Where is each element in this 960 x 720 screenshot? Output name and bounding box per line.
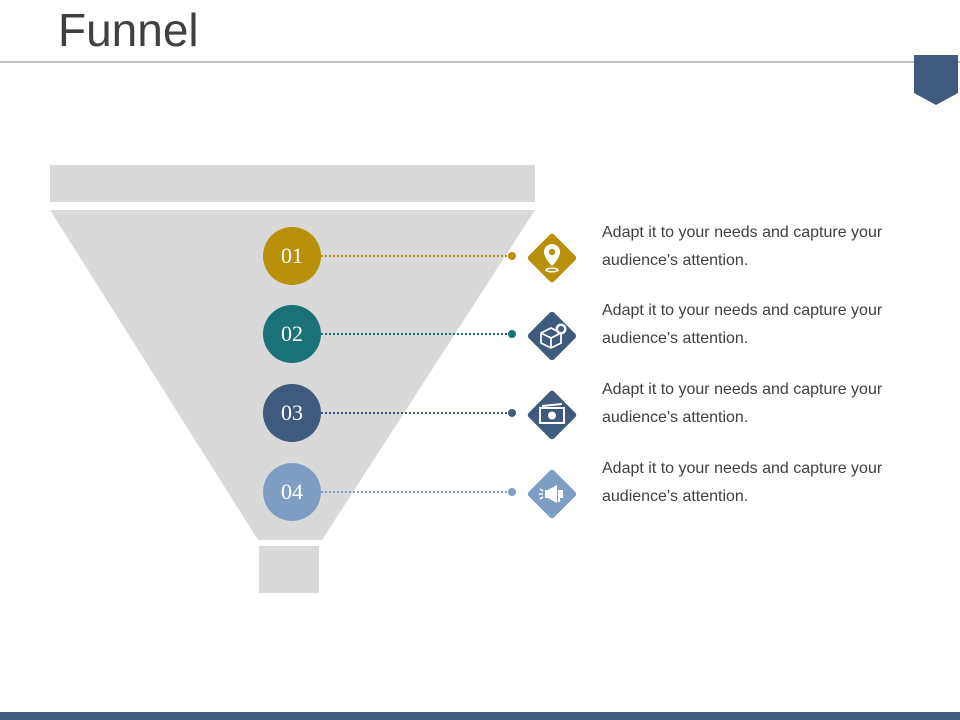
step-connector [321, 333, 511, 335]
footer-bar [0, 712, 960, 720]
funnel-step-2: 02 Adapt it to your needs and capture yo… [0, 302, 960, 365]
step-connector [321, 491, 511, 493]
step-connector [321, 255, 511, 257]
step-description: Adapt it to your needs and capture your … [602, 381, 883, 426]
new-box-icon [527, 311, 577, 361]
page-title: Funnel [58, 4, 199, 56]
step-description: Adapt it to your needs and capture your … [602, 224, 883, 269]
megaphone-icon [527, 469, 577, 519]
bookmark-icon [914, 55, 958, 105]
funnel-stem [259, 546, 319, 593]
connector-dot [508, 409, 516, 417]
connector-dot [508, 252, 516, 260]
funnel-step-1: 01 Adapt it to your needs and capture yo… [0, 224, 960, 287]
title-divider [0, 61, 960, 63]
connector-dot [508, 330, 516, 338]
money-bill-icon [527, 390, 577, 440]
step-description: Adapt it to your needs and capture your … [602, 302, 883, 347]
connector-dot [508, 488, 516, 496]
step-number-badge: 02 [263, 305, 321, 363]
funnel-step-3: 03 Adapt it to your needs and capture yo… [0, 381, 960, 444]
step-description: Adapt it to your needs and capture your … [602, 460, 883, 505]
step-number-badge: 03 [263, 384, 321, 442]
step-number-badge: 04 [263, 463, 321, 521]
step-number-badge: 01 [263, 227, 321, 285]
funnel-step-4: 04 Adapt it to your needs and capture yo… [0, 460, 960, 523]
step-connector [321, 412, 511, 414]
location-pin-icon [527, 233, 577, 283]
funnel-rim [50, 165, 535, 202]
